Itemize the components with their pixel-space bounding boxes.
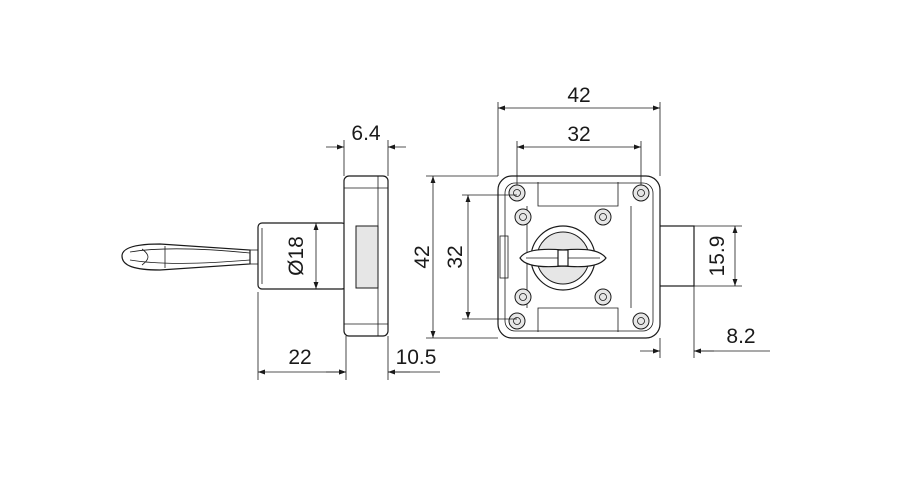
mounting-screw-icon (514, 208, 612, 306)
dim-label-bolt-height: 15.9 (706, 236, 729, 277)
keyhole-plug-icon (519, 225, 607, 291)
dim-label-cylinder-length: 22 (288, 346, 311, 369)
dim-label-hole-spacing-width: 32 (567, 123, 590, 146)
side-dimensions: 6.4 Ø18 22 10.5 (257, 122, 440, 380)
side-view (121, 175, 389, 337)
dim-label-overall-height: 42 (411, 245, 434, 268)
key-icon (121, 243, 262, 271)
dim-label-cylinder-diameter: Ø18 (285, 236, 308, 276)
dim-label-body-depth: 10.5 (396, 346, 437, 369)
front-view (497, 175, 695, 339)
dim-label-bolt-projection: 8.2 (726, 325, 755, 348)
dim-label-flange-thickness: 6.4 (351, 122, 381, 145)
dim-label-overall-width: 42 (567, 84, 590, 107)
corner-screw-icon (508, 184, 650, 330)
front-dimensions: 42 32 42 32 15.9 8.2 (411, 84, 770, 358)
dim-label-hole-spacing-height: 32 (444, 245, 467, 268)
